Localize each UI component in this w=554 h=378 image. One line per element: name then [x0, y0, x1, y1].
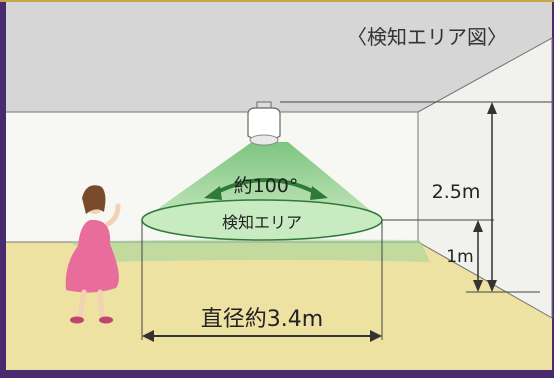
woman-shoe-left	[70, 316, 84, 324]
frame-top-stripe	[0, 0, 554, 2]
woman-shoe-right	[99, 316, 113, 324]
low-height-arrow-top	[473, 220, 483, 232]
angle-label: 約100°	[234, 175, 299, 197]
area-label: 検知エリア	[222, 213, 302, 232]
woman-hair	[82, 185, 106, 214]
angle-arc	[209, 178, 323, 198]
diameter-arrow-left	[142, 330, 154, 342]
low-height-arrow-bottom	[473, 280, 483, 292]
angle-arrow-left	[204, 186, 222, 200]
height-arrow-bottom	[487, 280, 497, 292]
diameter-label: 直径約3.4m	[201, 307, 323, 332]
woman-figure	[65, 185, 121, 324]
diameter-arrow-right	[370, 330, 382, 342]
floor-right-edge	[417, 241, 553, 319]
woman-dress	[65, 219, 119, 293]
low-height-label: 1m	[446, 247, 473, 267]
angle-arrow-right	[310, 186, 328, 200]
floor-spill	[70, 239, 430, 262]
diagram-title: 〈検知エリア図〉	[347, 25, 507, 49]
woman-arm	[105, 203, 121, 227]
height-label: 2.5m	[432, 181, 481, 203]
ceiling	[6, 2, 552, 112]
height-arrow-top	[487, 102, 497, 114]
woman-leg-right	[97, 289, 105, 319]
woman-leg-left	[77, 289, 87, 319]
bulb-sensor	[249, 134, 279, 146]
